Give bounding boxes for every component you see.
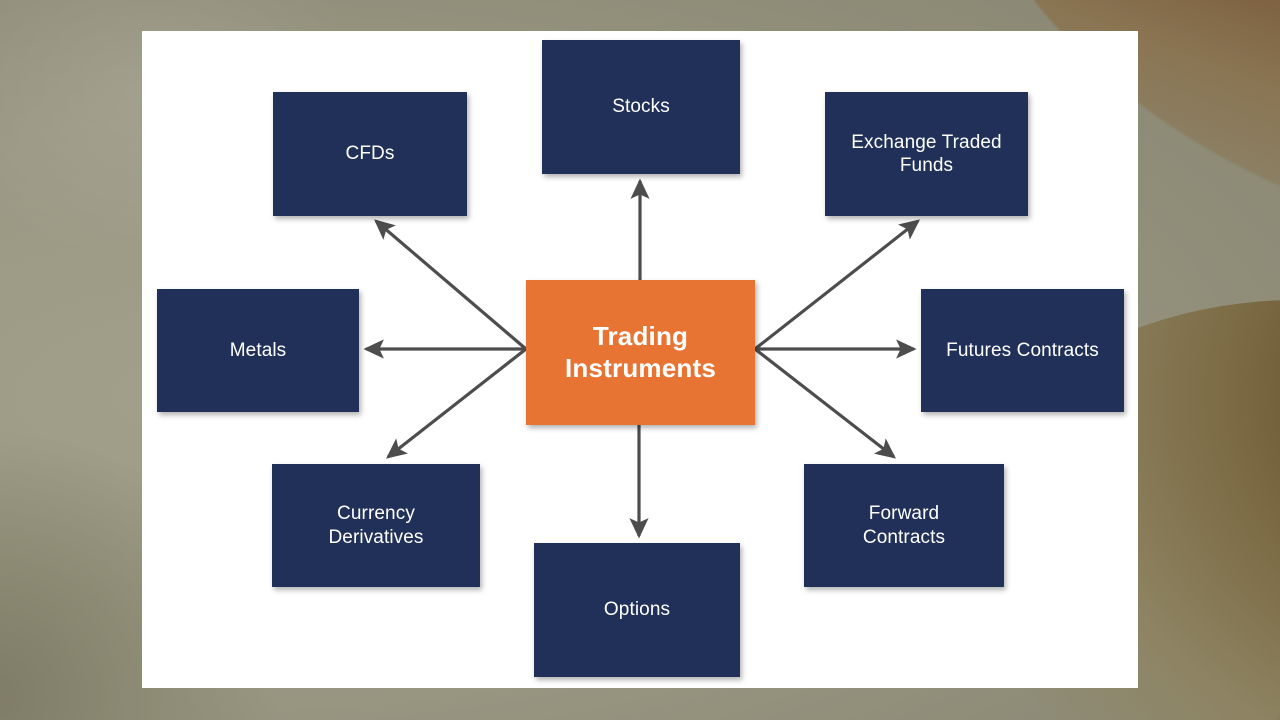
- node-exchange-traded-funds-label: Exchange Traded Funds: [851, 131, 1002, 176]
- node-futures-contracts-label: Futures Contracts: [946, 339, 1099, 361]
- node-currency-derivatives[interactable]: Currency Derivatives: [272, 464, 480, 587]
- node-forward-contracts[interactable]: Forward Contracts: [804, 464, 1004, 587]
- arrow-to-exchange-traded-funds: [754, 219, 921, 351]
- arrow-to-currency-derivatives: [385, 347, 527, 459]
- arrow-to-forward-contracts: [754, 347, 897, 459]
- node-cfds[interactable]: CFDs: [273, 92, 467, 216]
- arrow-to-cfds: [374, 219, 528, 351]
- node-cfds-label: CFDs: [345, 143, 395, 165]
- node-trading-instruments[interactable]: Trading Instruments: [526, 280, 755, 425]
- node-metals-label: Metals: [229, 339, 287, 361]
- node-forward-contracts-label: Forward Contracts: [862, 503, 946, 548]
- connector-arrows: [363, 178, 921, 539]
- node-exchange-traded-funds[interactable]: Exchange Traded Funds: [825, 92, 1028, 216]
- slide-canvas: Trading Instruments Stocks CFDs Exchange…: [142, 31, 1138, 688]
- node-options[interactable]: Options: [534, 543, 740, 677]
- node-futures-contracts[interactable]: Futures Contracts: [921, 289, 1124, 412]
- node-metals[interactable]: Metals: [157, 289, 359, 412]
- node-stocks-label: Stocks: [612, 96, 670, 118]
- node-stocks[interactable]: Stocks: [542, 40, 740, 174]
- node-currency-derivatives-label: Currency Derivatives: [328, 503, 424, 548]
- node-trading-instruments-label: Trading Instruments: [564, 320, 716, 383]
- diagram-container: Trading Instruments Stocks CFDs Exchange…: [142, 31, 1138, 688]
- node-options-label: Options: [603, 599, 671, 621]
